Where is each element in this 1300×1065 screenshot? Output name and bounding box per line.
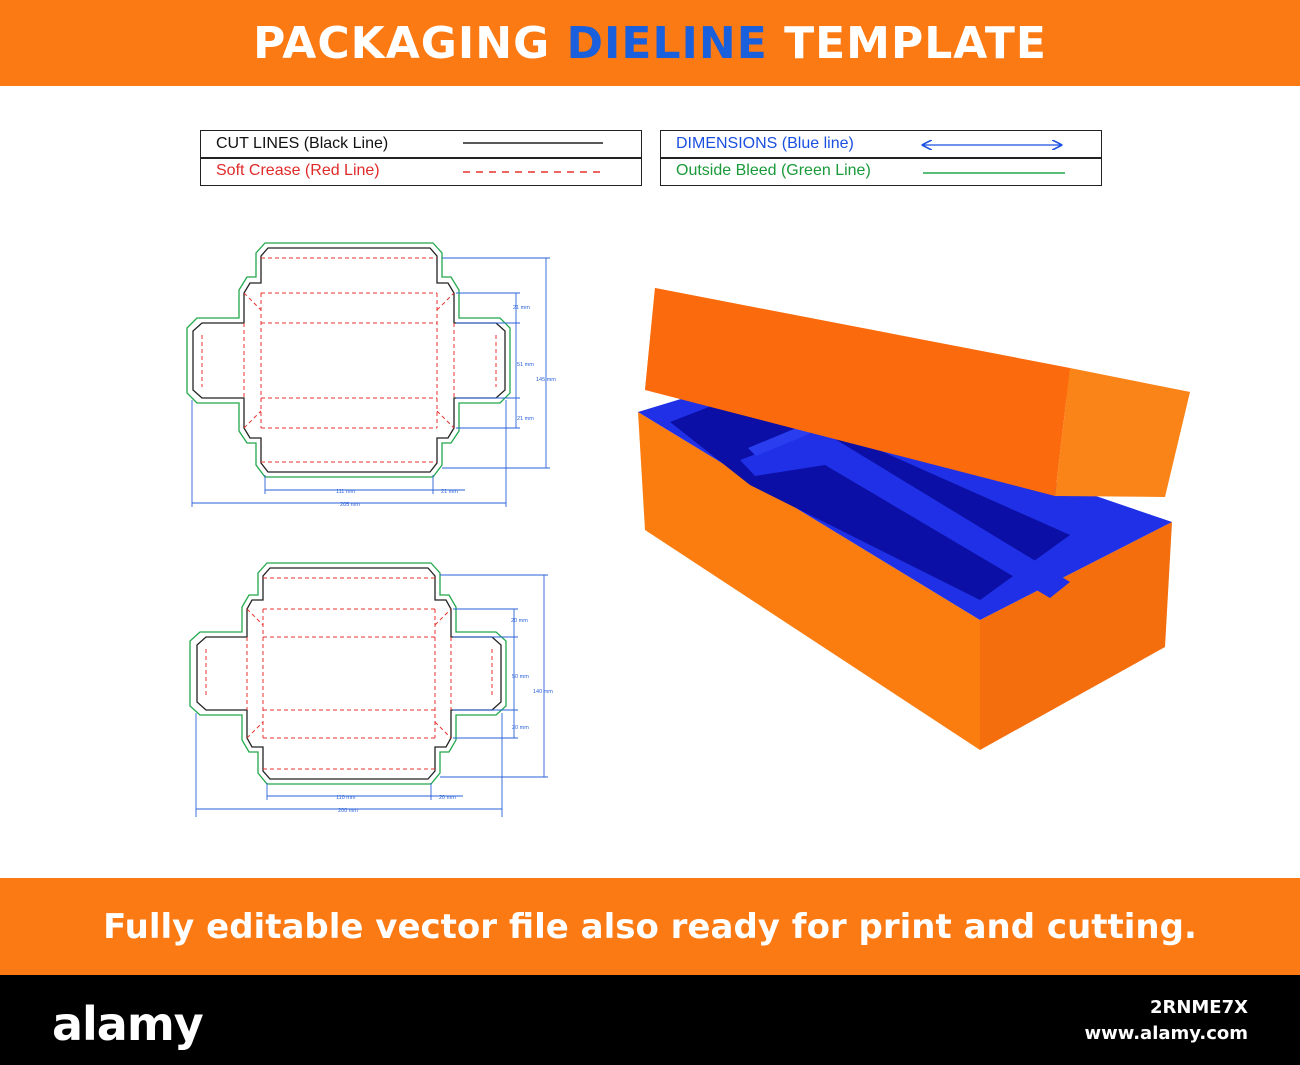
dieline-bottom: 20 mm 50 mm 140 mm 20 mm 110 mm 20 mm 20… [189, 562, 553, 817]
dimension-lines [191, 257, 550, 507]
crease-lines [205, 577, 493, 770]
bleed-outline [189, 562, 507, 785]
box-side-face [980, 522, 1172, 750]
dim-width: 111 mm [336, 489, 355, 495]
lid-end-face [1055, 368, 1190, 497]
box-divider [740, 430, 1070, 598]
legend-soft-crease: Soft Crease (Red Line) [216, 162, 380, 179]
title-accent: DIELINE [566, 17, 768, 69]
box-front-face [638, 412, 980, 750]
title-part1: PACKAGING [253, 17, 567, 69]
image-id: 2RNME7X [1149, 997, 1248, 1018]
bleed-outline [186, 242, 511, 478]
dim-height: 145 mm [536, 377, 556, 383]
page-title: PACKAGING DIELINE TEMPLATE [253, 18, 1047, 69]
dim-depth: 51 mm [517, 362, 534, 368]
dim-total-width: 205 mm [340, 502, 360, 508]
cut-line-sample [463, 142, 603, 173]
dimension-lines [195, 574, 548, 817]
legend-right: DIMENSIONS (Blue line) Outside Bleed (Gr… [660, 130, 1102, 186]
crease-lines [201, 257, 497, 463]
cut-outline [196, 567, 502, 780]
dieline-top: 21 mm 51 mm 145 mm 21 mm 111 mm 21 mm 20… [186, 242, 556, 508]
footer-text: Fully editable vector file also ready fo… [103, 906, 1197, 947]
legend-dimensions: DIMENSIONS (Blue line) [676, 135, 854, 152]
credit-bar: alamy 2RNME7X www.alamy.com [0, 975, 1300, 1065]
dim-flap-bottom: 21 mm [517, 416, 534, 422]
legend-left: CUT LINES (Black Line) Soft Crease (Red … [200, 130, 642, 186]
cut-outline [192, 247, 506, 473]
dim-flap-top: 20 mm [511, 618, 528, 624]
dim-flap-bottom: 20 mm [512, 725, 529, 731]
dim-height: 140 mm [533, 689, 553, 695]
image-url: www.alamy.com [1084, 1023, 1248, 1044]
header-banner: PACKAGING DIELINE TEMPLATE [0, 0, 1300, 86]
title-part2: TEMPLATE [767, 17, 1047, 69]
legend-outside-bleed: Outside Bleed (Green Line) [676, 162, 871, 179]
dim-total-width: 200 mm [338, 808, 358, 814]
dim-width: 110 mm [336, 795, 356, 801]
footer-banner: Fully editable vector file also ready fo… [0, 878, 1300, 975]
dim-flap-top: 21 mm [513, 305, 530, 311]
double-arrow-icon [919, 131, 1065, 174]
dim-side: 21 mm [441, 489, 458, 495]
legend-cut-lines: CUT LINES (Black Line) [216, 135, 389, 152]
alamy-logo: alamy [52, 997, 204, 1051]
open-box-3d-icon [638, 288, 1190, 750]
dim-side: 20 mm [439, 795, 456, 801]
lid-front-face [645, 288, 1070, 496]
dim-depth: 50 mm [512, 674, 529, 680]
